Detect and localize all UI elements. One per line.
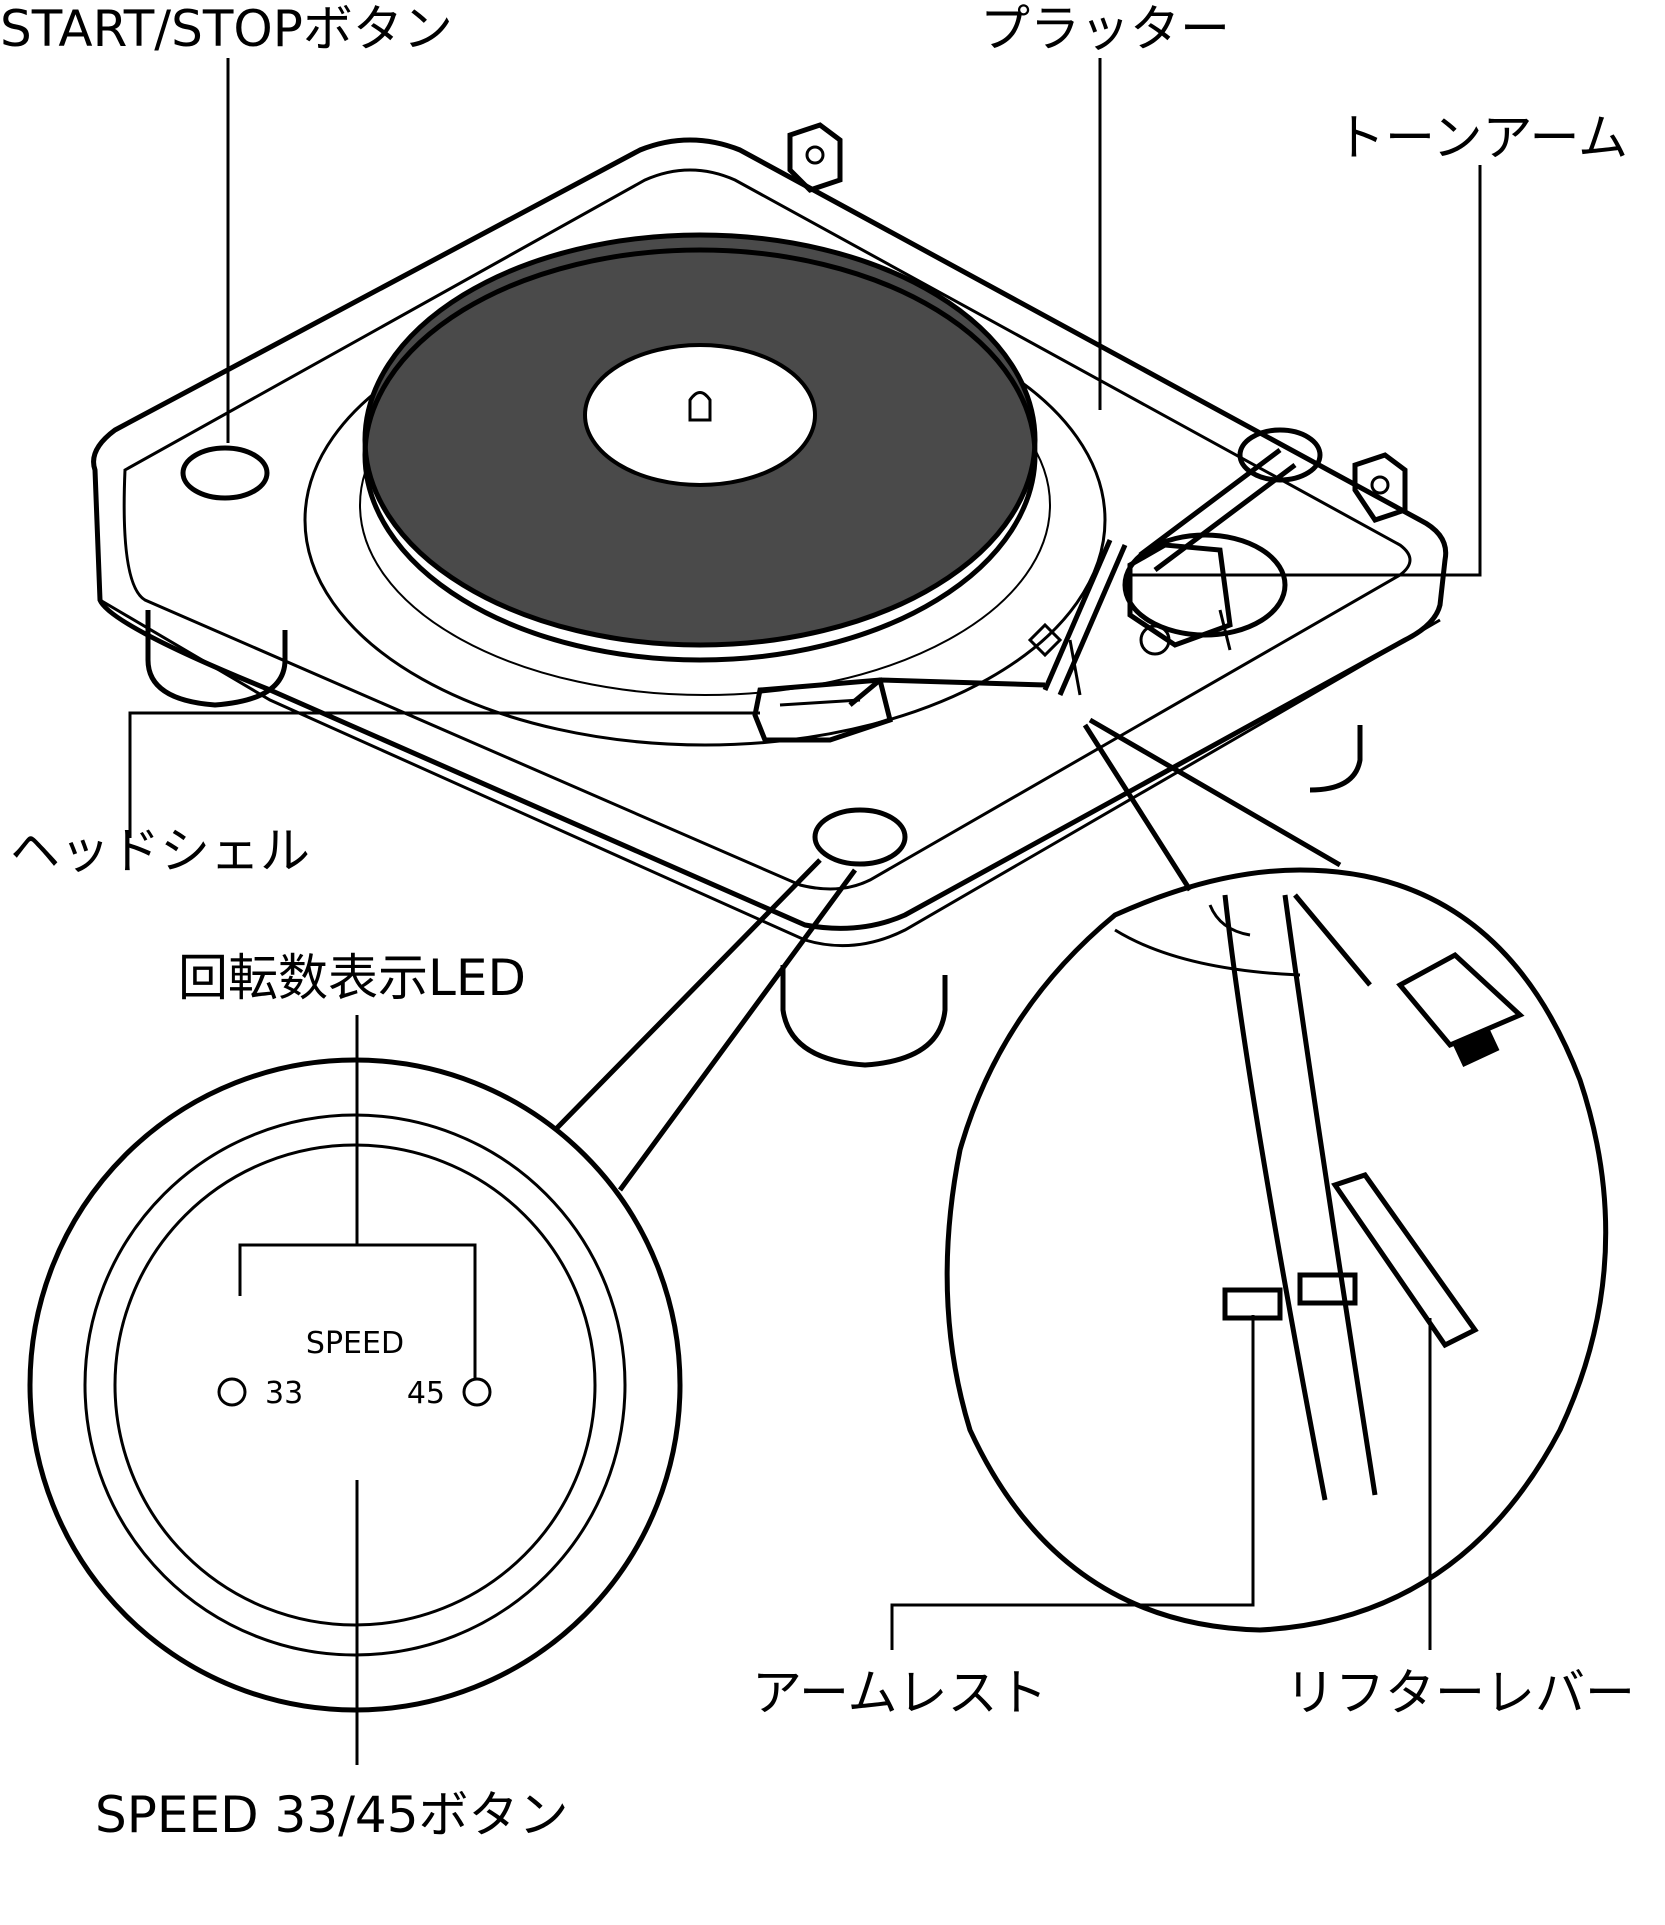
spindle [688, 391, 712, 422]
hinge-left [787, 122, 843, 193]
arm-rest-small [1027, 622, 1082, 696]
led-33 [217, 1377, 247, 1407]
speed-panel-zoom: SPEED 33 45 [27, 858, 858, 1713]
headshell [752, 677, 893, 743]
label-rpm-led: 回転数表示LED [178, 949, 526, 1007]
speed-panel-label: SPEED [306, 1326, 404, 1361]
label-start-stop: START/STOPボタン [0, 0, 453, 58]
label-headshell: ヘッドシェル [10, 822, 310, 880]
start-stop-button[interactable] [180, 445, 270, 501]
leader-lines [128, 58, 1482, 1765]
foot-front [780, 965, 948, 1068]
turntable-body [91, 122, 1449, 1068]
speed-button[interactable] [812, 807, 908, 867]
label-arm-rest: アームレスト [752, 1664, 1048, 1722]
speed-45-label: 45 [407, 1376, 445, 1411]
label-lifter-lever: リフターレバー [1285, 1664, 1635, 1722]
label-platter: プラッター [980, 0, 1230, 58]
led-45 [462, 1377, 492, 1407]
record-label [583, 343, 817, 487]
foot-left [145, 610, 288, 708]
hinge-right [1352, 452, 1408, 523]
tonearm-base [1122, 532, 1288, 656]
speed-33-label: 33 [265, 1376, 303, 1411]
foot-right [1309, 725, 1363, 793]
label-speed-button: SPEED 33/45ボタン [95, 1786, 569, 1844]
label-tonearm: トーンアーム [1335, 109, 1628, 167]
arm-rest-zoom [944, 717, 1609, 1633]
